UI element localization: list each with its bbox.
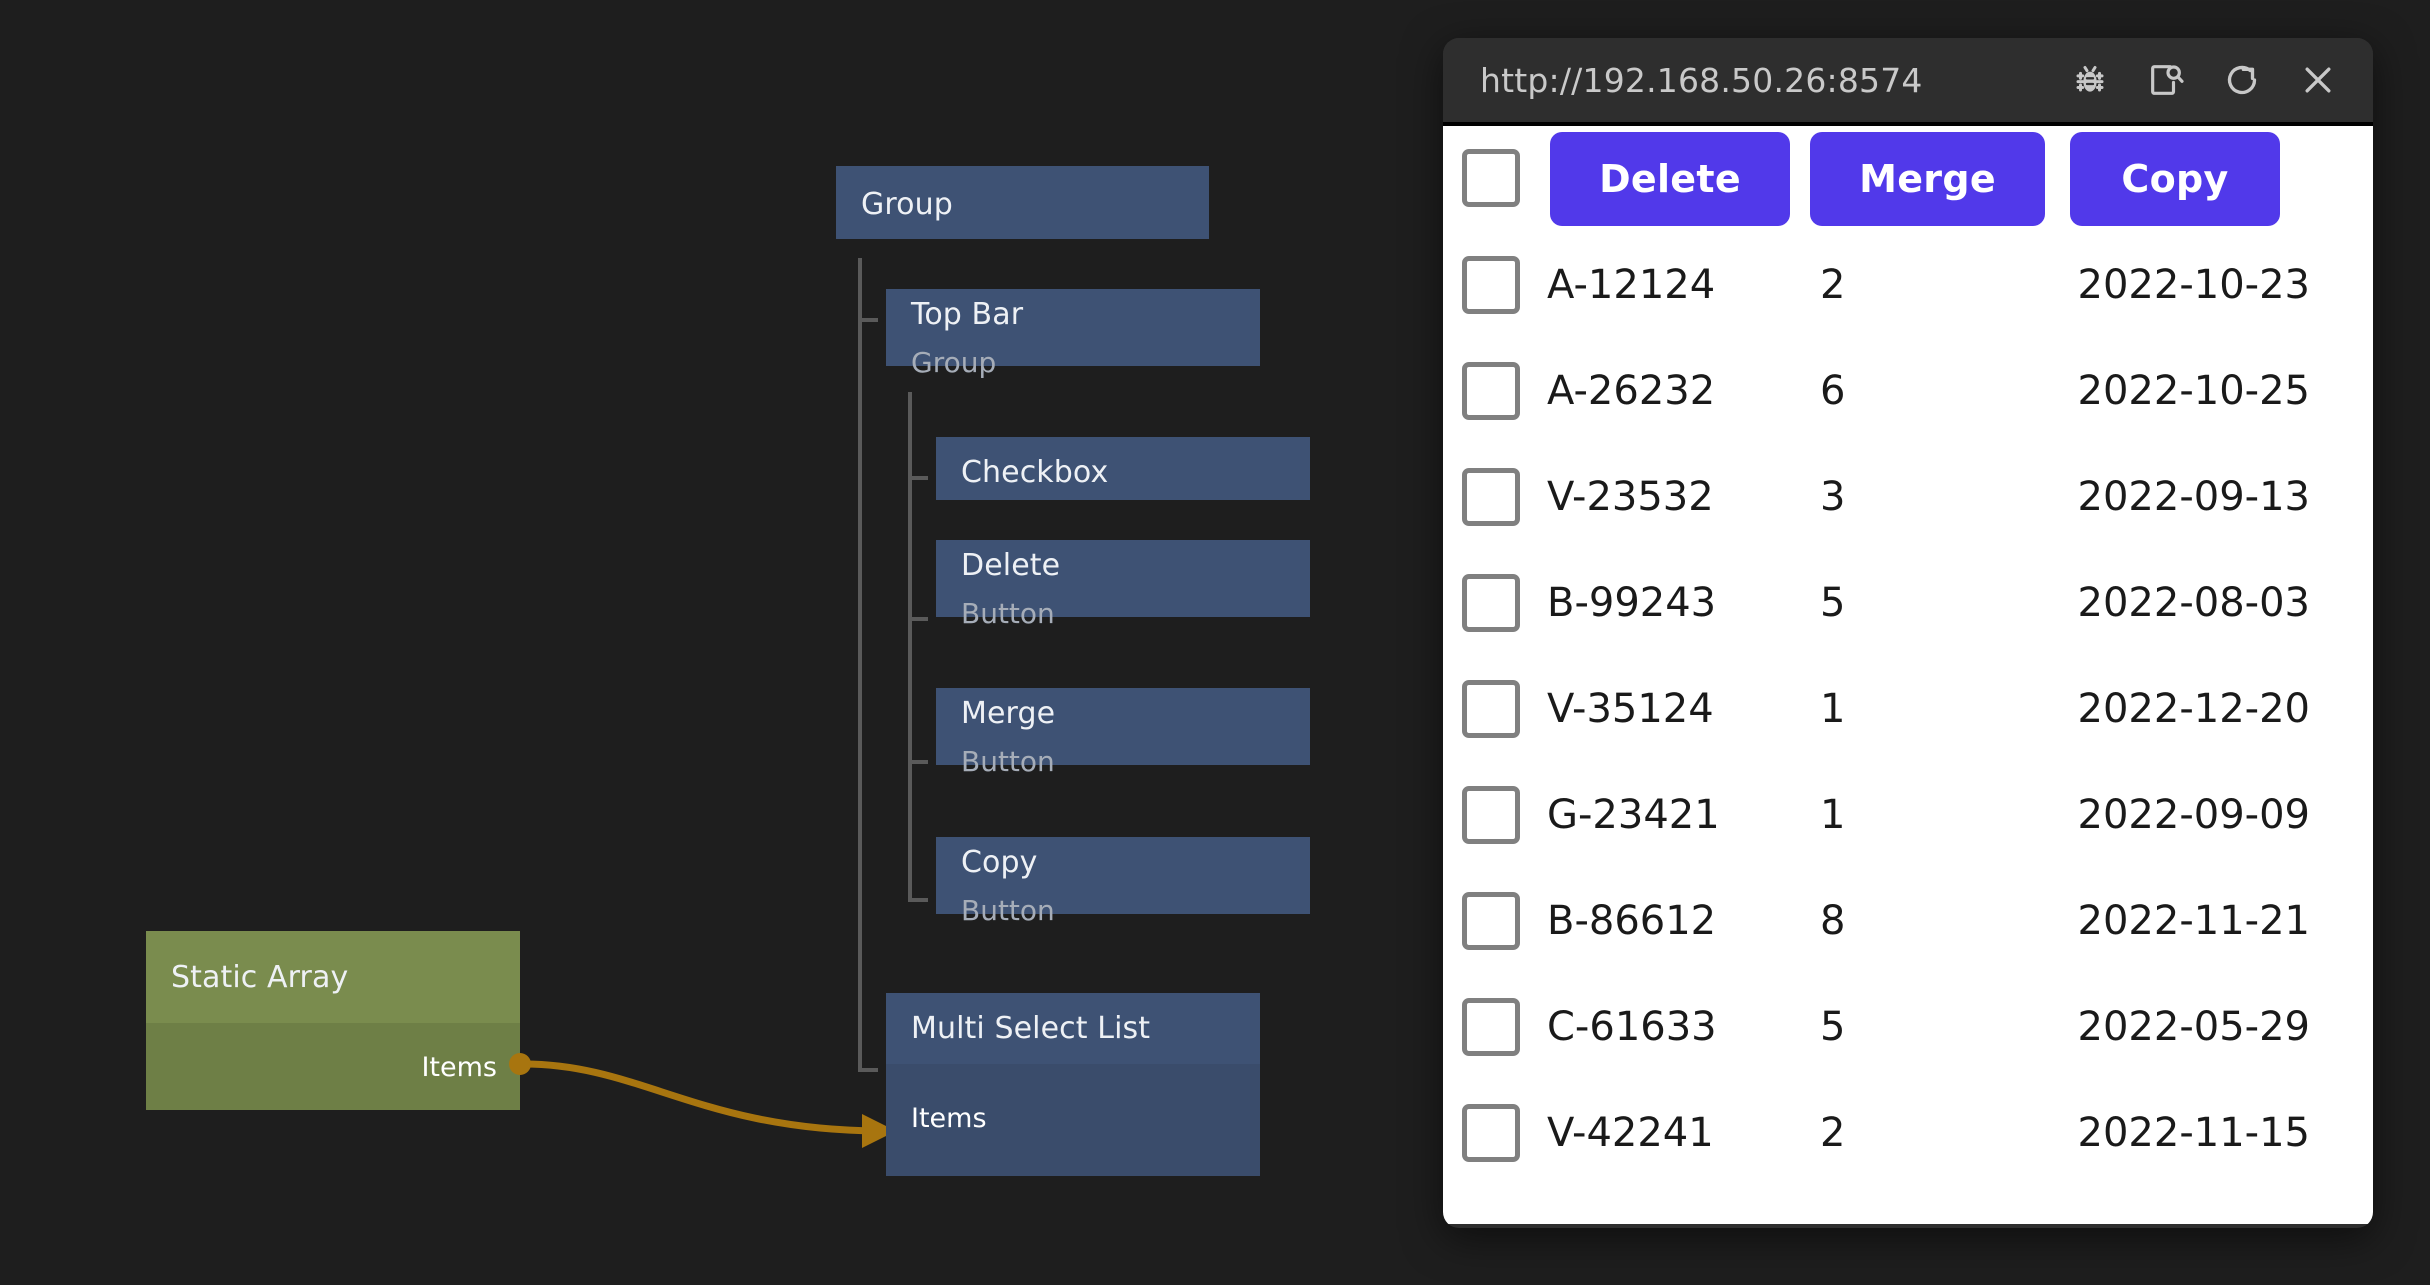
select-all-checkbox[interactable] [1462, 149, 1520, 207]
multi-select-list: A-12124 2 2022-10-23 A-26232 6 2022-10-2… [1443, 249, 2373, 1168]
row-date: 2022-05-29 [2077, 1003, 2310, 1050]
row-count: 2 [1820, 1109, 1846, 1156]
row-id: A-26232 [1547, 367, 1716, 414]
node-header-section: Static Array [146, 931, 520, 1023]
list-item[interactable]: V-42241 2 2022-11-15 [1443, 1097, 2373, 1168]
node-title: Copy [961, 845, 1038, 880]
row-id: G-23421 [1547, 791, 1720, 838]
node-body-section: Items [886, 1064, 1260, 1176]
list-item[interactable]: G-23421 1 2022-09-09 [1443, 779, 2373, 850]
node-subtitle: Group [911, 346, 997, 379]
port-items-output-dot[interactable] [509, 1053, 531, 1075]
title-bar-actions [2069, 59, 2339, 101]
node-title: Multi Select List [911, 1011, 1151, 1046]
row-date: 2022-11-21 [2077, 897, 2310, 944]
node-subtitle: Button [961, 745, 1055, 778]
list-item[interactable]: B-86612 8 2022-11-21 [1443, 885, 2373, 956]
list-item[interactable]: B-99243 5 2022-08-03 [1443, 567, 2373, 638]
node-title: Top Bar [911, 297, 1024, 332]
reload-icon[interactable] [2221, 59, 2263, 101]
row-id: C-61633 [1547, 1003, 1717, 1050]
row-count: 3 [1820, 473, 1846, 520]
row-date: 2022-10-23 [2077, 261, 2310, 308]
row-checkbox[interactable] [1462, 361, 1520, 420]
tree-connector-stub-copy [908, 898, 928, 902]
node-title: Checkbox [961, 455, 1109, 490]
row-date: 2022-09-09 [2077, 791, 2310, 838]
app-top-bar: Delete Merge Copy [1443, 126, 2373, 232]
row-date: 2022-12-20 [2077, 685, 2310, 732]
url-display[interactable]: http://192.168.50.26:8574 [1480, 60, 1923, 100]
web-page-content: Delete Merge Copy A-12124 2 2022-10-23 A… [1443, 126, 2373, 1224]
row-checkbox[interactable] [1462, 573, 1520, 632]
row-count: 1 [1820, 791, 1846, 838]
row-id: B-86612 [1547, 897, 1717, 944]
row-id: A-12124 [1547, 261, 1716, 308]
row-count: 6 [1820, 367, 1846, 414]
tree-connector-stub-checkbox [908, 476, 928, 480]
row-checkbox[interactable] [1462, 467, 1520, 526]
list-item[interactable]: V-35124 1 2022-12-20 [1443, 673, 2373, 744]
row-checkbox[interactable] [1462, 997, 1520, 1056]
list-item[interactable]: C-61633 5 2022-05-29 [1443, 991, 2373, 1062]
browser-title-bar: http://192.168.50.26:8574 [1443, 38, 2373, 126]
port-items-output[interactable]: Items [421, 1052, 497, 1083]
row-count: 2 [1820, 261, 1846, 308]
node-editor-canvas[interactable]: Group Top Bar Group Checkbox Delete Butt… [0, 0, 1443, 1285]
node-title: Delete [961, 548, 1061, 583]
node-body-section: Items [146, 1023, 520, 1110]
row-date: 2022-11-15 [2077, 1109, 2310, 1156]
row-id: V-35124 [1547, 685, 1714, 732]
row-date: 2022-08-03 [2077, 579, 2310, 626]
tree-connector-stub-multiselect [858, 1068, 878, 1072]
bug-icon[interactable] [2069, 59, 2111, 101]
inspect-page-icon[interactable] [2145, 59, 2187, 101]
tree-connector-branch [908, 392, 912, 902]
row-checkbox[interactable] [1462, 1103, 1520, 1162]
node-static-array[interactable]: Static Array Items [146, 931, 531, 1110]
node-delete-button[interactable]: Delete Button [936, 540, 1310, 628]
node-title: Static Array [171, 960, 349, 995]
merge-button[interactable]: Merge [1810, 132, 2045, 226]
list-item[interactable]: A-26232 6 2022-10-25 [1443, 355, 2373, 426]
row-date: 2022-09-13 [2077, 473, 2310, 520]
tree-connector-stub-delete [908, 617, 928, 621]
browser-window: http://192.168.50.26:8574 [1443, 38, 2373, 1228]
node-top-bar-group[interactable]: Top Bar Group [886, 289, 1260, 377]
row-id: V-42241 [1547, 1109, 1714, 1156]
tree-connector-stub-merge [908, 760, 928, 764]
row-checkbox[interactable] [1462, 255, 1520, 314]
tree-connector-trunk [858, 258, 862, 1072]
row-count: 1 [1820, 685, 1846, 732]
node-header-section: Multi Select List [886, 993, 1260, 1064]
list-item[interactable]: V-23532 3 2022-09-13 [1443, 461, 2373, 532]
tree-connector-stub-topbar [858, 318, 878, 322]
node-multi-select-list[interactable]: Multi Select List Items [886, 993, 1260, 1176]
node-root-group[interactable]: Group [836, 166, 1209, 239]
row-checkbox[interactable] [1462, 785, 1520, 844]
port-items-input[interactable]: Items [911, 1103, 987, 1134]
node-checkbox[interactable]: Checkbox [936, 437, 1310, 500]
list-item[interactable]: A-12124 2 2022-10-23 [1443, 249, 2373, 320]
node-merge-button[interactable]: Merge Button [936, 688, 1310, 776]
node-title: Group [861, 187, 953, 222]
close-icon[interactable] [2297, 59, 2339, 101]
row-id: B-99243 [1547, 579, 1717, 626]
node-copy-button[interactable]: Copy Button [936, 837, 1310, 925]
row-count: 5 [1820, 1003, 1846, 1050]
delete-button[interactable]: Delete [1550, 132, 1790, 226]
node-title: Merge [961, 696, 1056, 731]
row-checkbox[interactable] [1462, 891, 1520, 950]
copy-button[interactable]: Copy [2070, 132, 2280, 226]
row-count: 5 [1820, 579, 1846, 626]
row-checkbox[interactable] [1462, 679, 1520, 738]
row-date: 2022-10-25 [2077, 367, 2310, 414]
node-subtitle: Button [961, 597, 1055, 630]
node-subtitle: Button [961, 894, 1055, 927]
row-count: 8 [1820, 897, 1846, 944]
row-id: V-23532 [1547, 473, 1714, 520]
